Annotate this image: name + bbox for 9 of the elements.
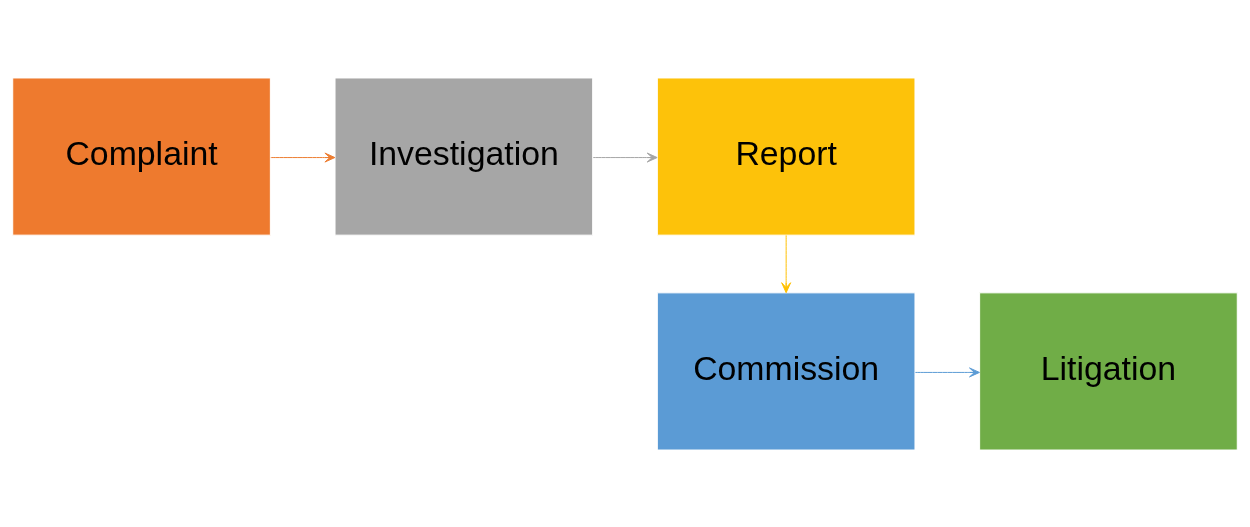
arrow (270, 152, 336, 163)
node-box: Complaint (12, 77, 271, 236)
arrow (914, 366, 980, 377)
node-box: Report (656, 77, 916, 236)
node-box: Litigation (979, 291, 1238, 450)
node-box: Commission (656, 291, 916, 450)
arrow (781, 234, 792, 293)
arrow (592, 152, 658, 163)
node-box: Investigation (334, 77, 594, 236)
